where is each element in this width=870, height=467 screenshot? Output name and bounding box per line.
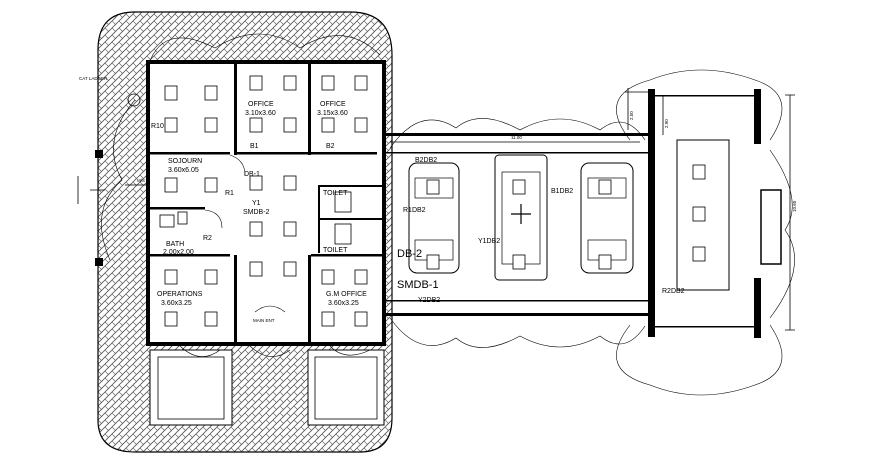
furniture bbox=[164, 75, 706, 327]
room-toilet1-name: TOILET bbox=[323, 190, 348, 197]
ms-label: M/S bbox=[137, 178, 145, 183]
room-bath-name: BATH bbox=[166, 241, 184, 248]
room-bath-size: 2.00x2.00 bbox=[163, 249, 194, 256]
panel-r1db2: R1DB2 bbox=[403, 207, 426, 214]
panel-y1: Y1 bbox=[252, 200, 261, 207]
circuit-r1: R1 bbox=[225, 190, 234, 197]
panel-smdb1: SMDB-1 bbox=[397, 279, 439, 291]
panel-smdb2: SMDB-2 bbox=[243, 209, 270, 216]
dimension-lines bbox=[390, 88, 795, 331]
room-office2-size: 3.15x3.60 bbox=[317, 110, 348, 117]
dim-right: 10.60 bbox=[792, 200, 797, 212]
dim-top-right: 2.50 bbox=[629, 111, 634, 120]
main-entrance-label: MAIN ENT bbox=[253, 318, 275, 323]
panel-b1db2: B1DB2 bbox=[551, 188, 573, 195]
lighting-circuits bbox=[101, 33, 795, 396]
room-gm-office-size: 3.60x3.25 bbox=[328, 300, 359, 307]
panel-y1db2: Y1DB2 bbox=[478, 238, 500, 245]
room-sojourn-name: SOJOURN bbox=[168, 158, 202, 165]
circuit-r2: R2 bbox=[203, 235, 212, 242]
room-toilet2-name: TOILET bbox=[323, 247, 348, 254]
panel-y2db2: Y2DB2 bbox=[418, 297, 440, 304]
garage bbox=[386, 89, 782, 338]
doors bbox=[77, 93, 352, 313]
room-sojourn-size: 3.60x6.05 bbox=[168, 167, 199, 174]
room-operations-name: OPERATIONS bbox=[157, 291, 203, 298]
circuit-b2: B2 bbox=[326, 143, 335, 150]
room-gm-office-name: G.M OFFICE bbox=[326, 291, 367, 298]
cat-ladder-label: CAT LADDER bbox=[79, 76, 108, 81]
panel-db1: DB-1 bbox=[244, 171, 260, 178]
panel-db2: DB-2 bbox=[397, 248, 422, 260]
dim-annex: 2.90 bbox=[664, 119, 669, 128]
room-operations-size: 3.60x3.25 bbox=[161, 300, 192, 307]
circuit-b1: B1 bbox=[250, 143, 259, 150]
room-office1-name: OFFICE bbox=[248, 101, 274, 108]
room-office1-size: 3.10x3.60 bbox=[245, 110, 276, 117]
circuit-r10: R10 bbox=[151, 123, 164, 130]
paving-area bbox=[97, 11, 393, 453]
dim-garage-width: 11.00 bbox=[511, 135, 522, 140]
building-walls bbox=[95, 60, 386, 346]
room-office2-name: OFFICE bbox=[320, 101, 346, 108]
panel-r2db2: R2DB2 bbox=[662, 288, 685, 295]
panel-b2db2: B2DB2 bbox=[415, 157, 437, 164]
